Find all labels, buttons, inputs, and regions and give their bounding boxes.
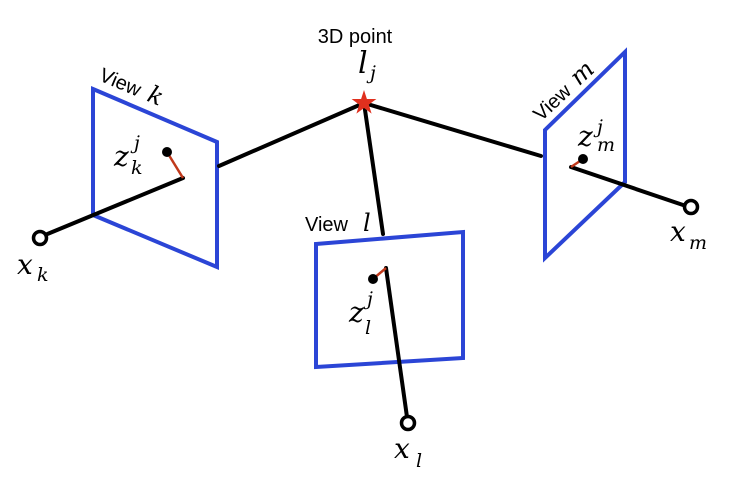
view-m-image-plane: [543, 47, 627, 263]
view-k-ray: [43, 101, 366, 237]
view-k-label-word: View: [96, 64, 145, 101]
camera-k-center: [31, 229, 49, 247]
view-l-feature-sub: l: [365, 317, 371, 339]
camera-l-sub: l: [416, 450, 422, 472]
view-m-label-word: View: [529, 80, 576, 126]
view-k-feature-point: [162, 147, 172, 157]
view-m-ray: [362, 101, 688, 208]
camera-m-var: x: [670, 215, 686, 248]
view-l-feature-point: [368, 274, 378, 284]
view-m-feature-point: [578, 154, 588, 164]
view-m-feature-sup: j: [593, 116, 603, 138]
view-l-image-plane: [314, 229, 465, 370]
view-l-ray: [362, 101, 409, 419]
view-l-label: View l: [305, 209, 371, 237]
view-l-label-word: View: [305, 214, 349, 236]
view-l-feature-var: z: [348, 296, 364, 329]
view-k-label-var: k: [144, 80, 168, 111]
camera-m-center: [682, 198, 700, 216]
view-k-feature-var: z: [113, 140, 129, 173]
view-k-feature-sup: j: [130, 132, 140, 154]
3d-point-label-sub: j: [366, 62, 376, 84]
camera-l-var: x: [394, 432, 410, 465]
3d-point-star-icon: [351, 90, 377, 114]
view-m-feature-var: z: [577, 120, 593, 153]
3d-point-label-var: l: [358, 46, 368, 81]
view-k-image-plane: [91, 85, 219, 271]
view-l-label-var: l: [363, 209, 371, 237]
view-l-feature-sup: j: [363, 288, 373, 310]
camera-k-var: x: [17, 248, 33, 281]
view-m-label-var: m: [564, 55, 600, 91]
camera-k-sub: k: [37, 264, 49, 286]
view-m-feature-sub: m: [597, 134, 615, 156]
camera-l-center: [399, 414, 417, 432]
camera-m-sub: m: [689, 232, 707, 254]
view-k-label: View k: [96, 64, 168, 111]
view-m-label: View m: [529, 55, 600, 126]
view-k-feature-sub: k: [131, 157, 143, 179]
3d-point-title: 3D point: [318, 26, 393, 48]
view-k-reprojection-error: [165, 151, 185, 179]
